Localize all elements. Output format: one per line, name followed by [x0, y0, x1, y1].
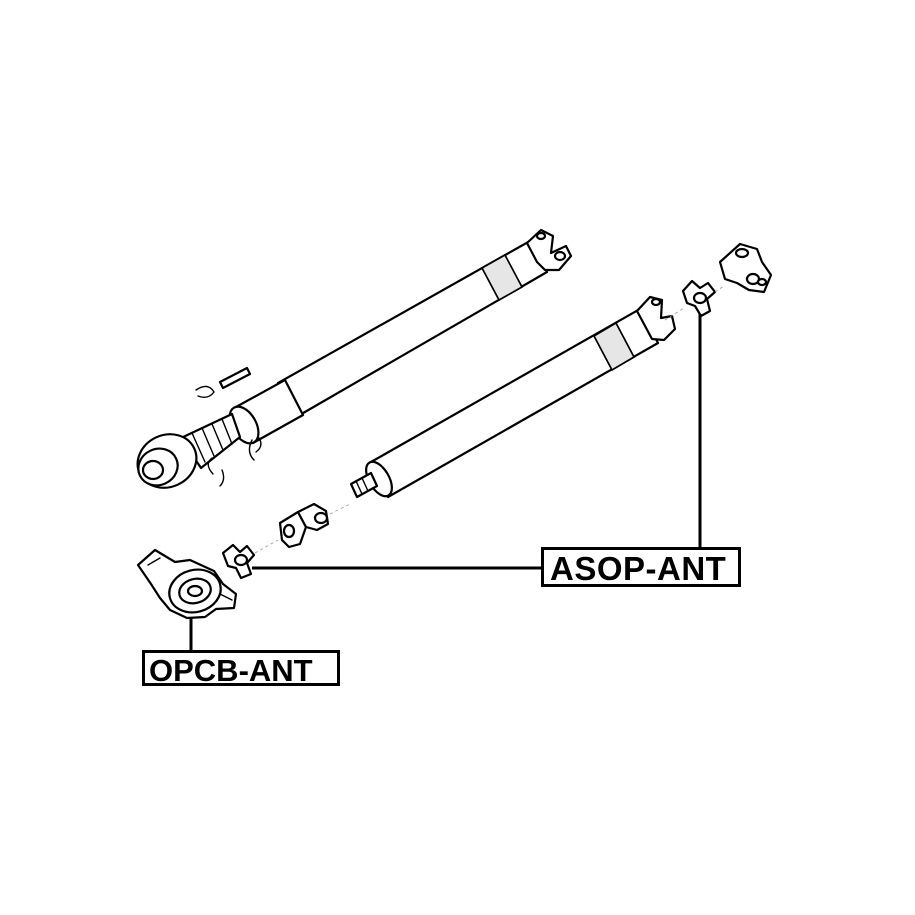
axis-centerlines — [254, 285, 725, 554]
universal-joint-cross-upper — [681, 279, 717, 318]
front-propeller-shaft — [136, 228, 573, 489]
flange-yoke-icon — [718, 242, 773, 294]
cv-joint-housing-icon — [136, 433, 198, 489]
part-number-label-opcb: OPCB-ANT — [142, 650, 340, 686]
rear-shaft-yoke-icon — [635, 295, 677, 342]
part-number-label-asop: ASOP-ANT — [541, 547, 741, 587]
splined-stub-icon — [349, 471, 379, 499]
universal-joint-cross-lower — [221, 543, 256, 580]
center-bearing-support-icon — [136, 548, 238, 620]
front-shaft-yoke-icon — [525, 228, 573, 272]
snap-ring-icon — [195, 366, 262, 487]
leader-lines — [189, 314, 702, 651]
slip-yoke-icon — [278, 502, 330, 549]
rear-propeller-shaft — [349, 295, 677, 499]
